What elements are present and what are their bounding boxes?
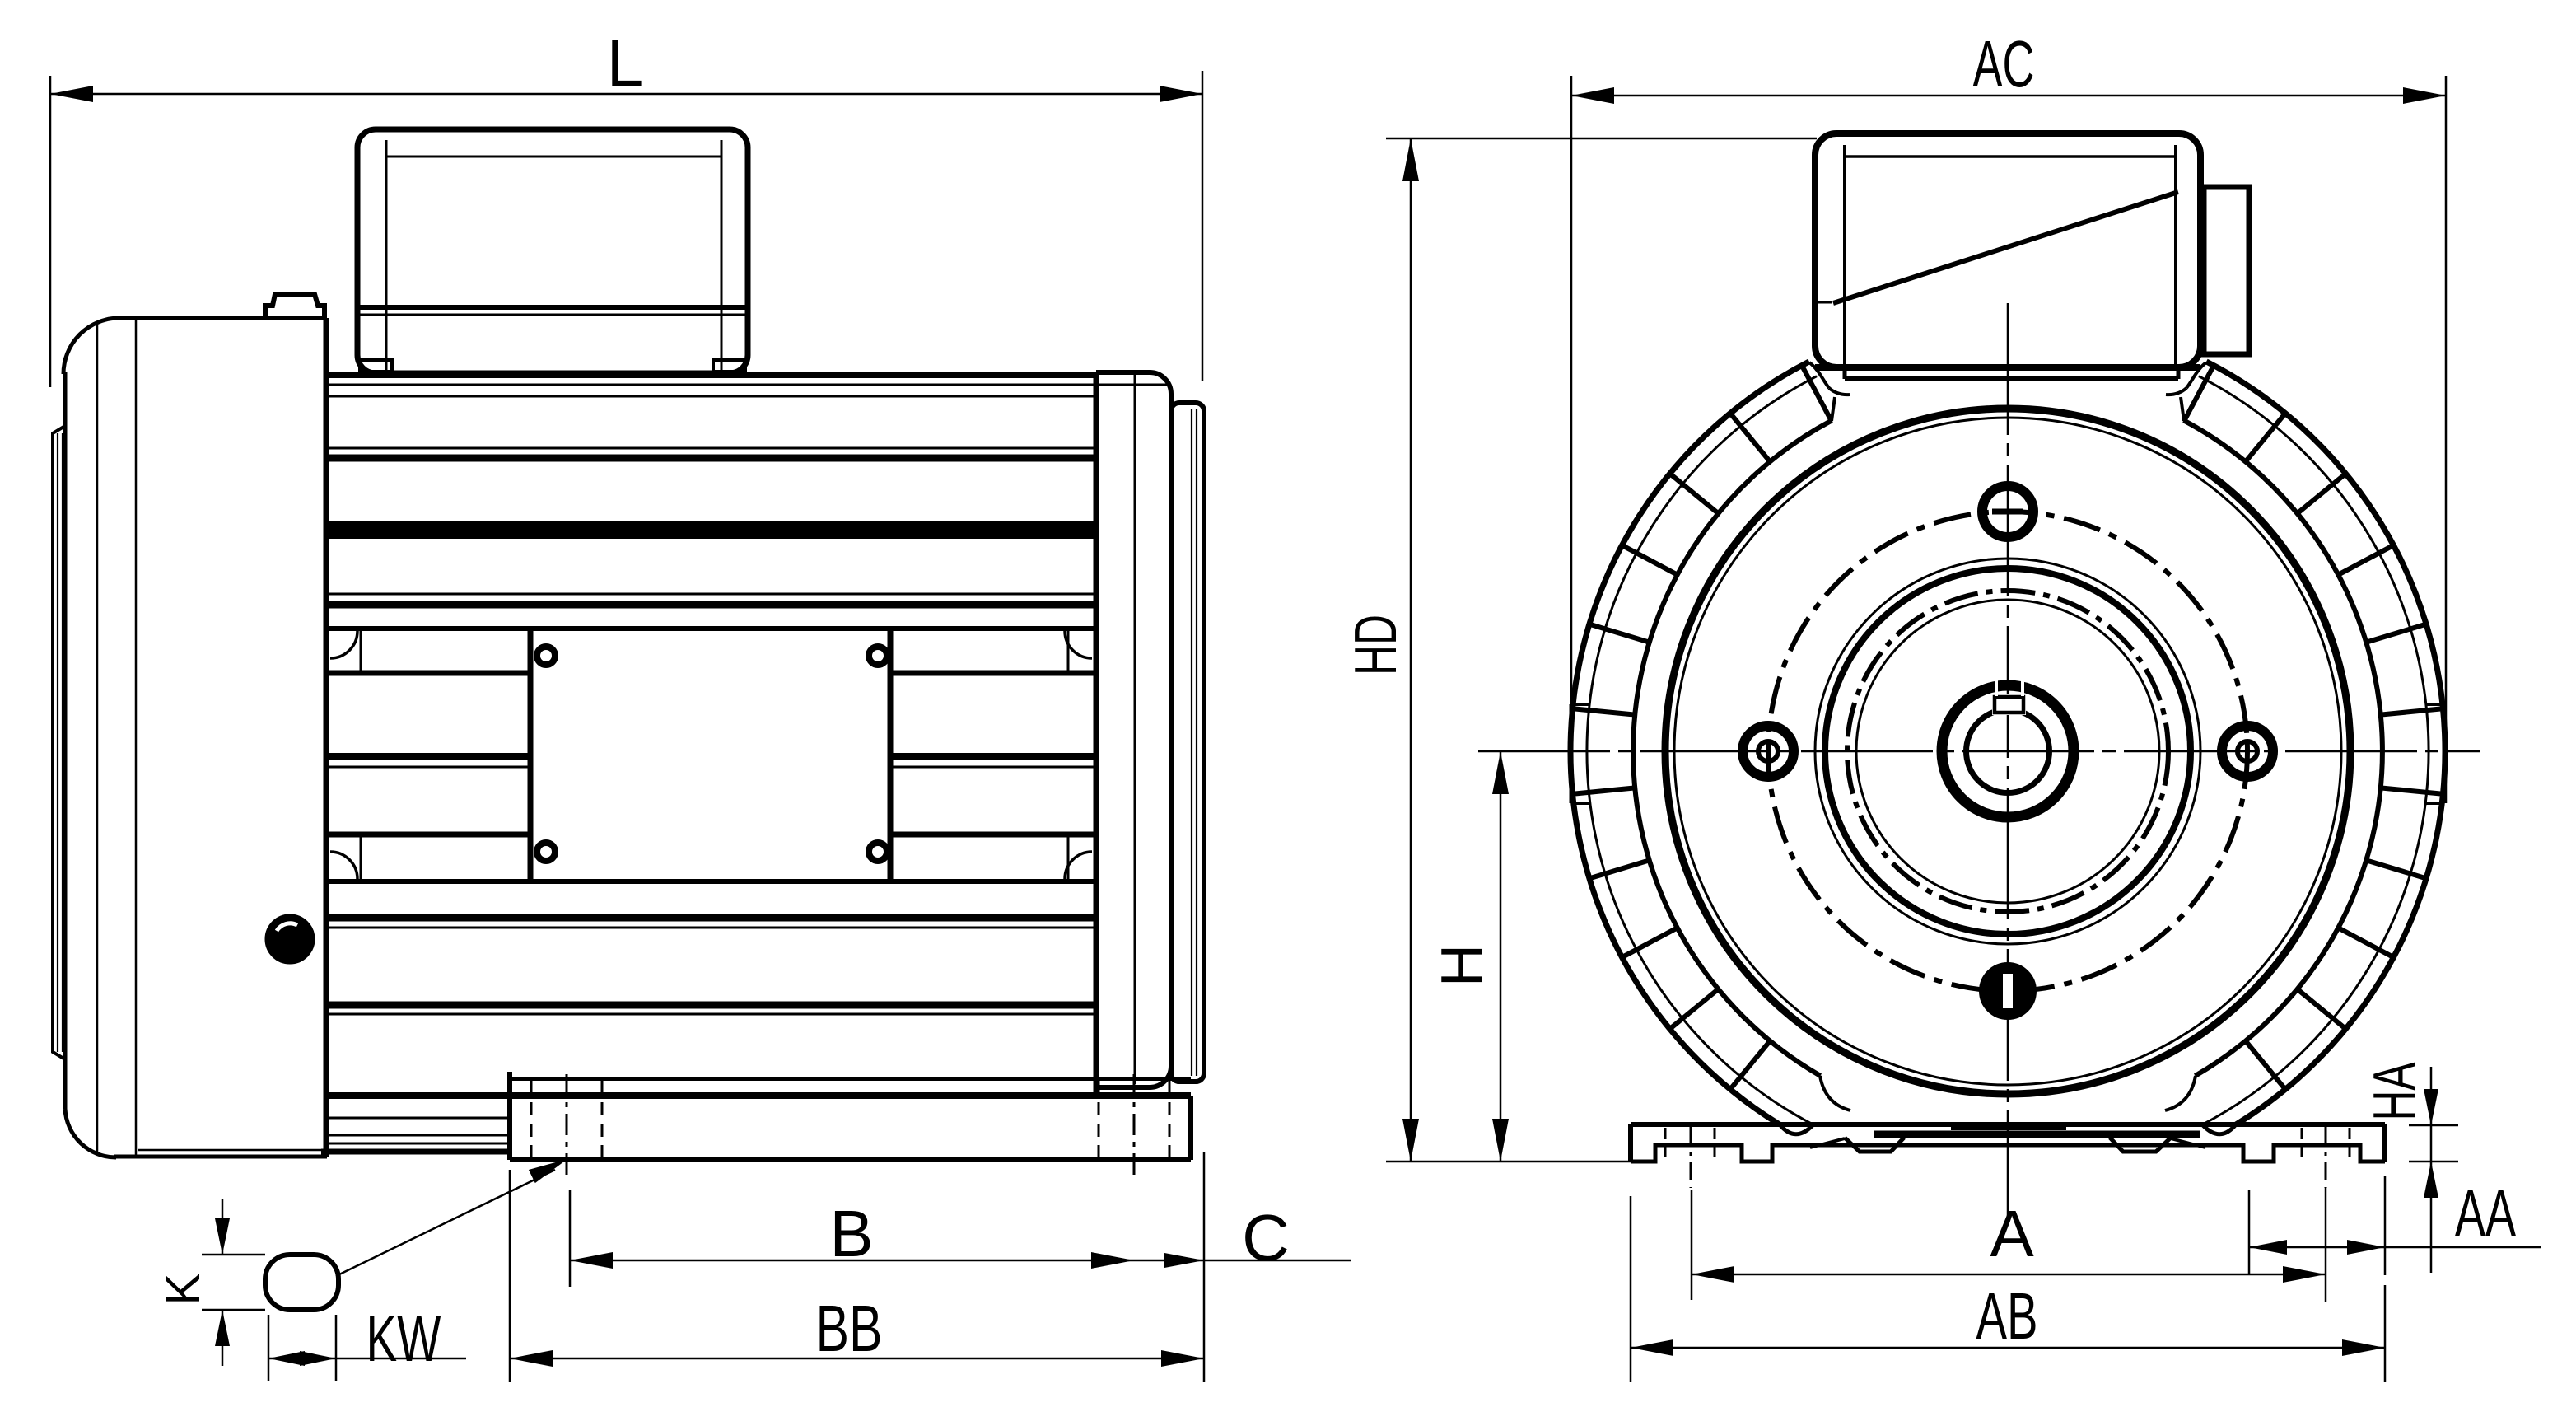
svg-text:HA: HA: [2362, 1063, 2428, 1121]
svg-text:AC: AC: [1973, 27, 2035, 100]
svg-text:B: B: [829, 1197, 873, 1270]
svg-text:AB: AB: [1976, 1279, 2038, 1353]
svg-text:AA: AA: [2455, 1176, 2516, 1250]
svg-text:A: A: [1990, 1197, 2034, 1270]
svg-text:HD: HD: [1343, 615, 1409, 675]
svg-text:K: K: [156, 1273, 210, 1305]
svg-text:H: H: [1430, 944, 1496, 987]
svg-text:C: C: [1242, 1201, 1290, 1274]
svg-text:BB: BB: [816, 1292, 883, 1365]
svg-text:L: L: [607, 26, 644, 100]
svg-text:KW: KW: [366, 1302, 441, 1375]
